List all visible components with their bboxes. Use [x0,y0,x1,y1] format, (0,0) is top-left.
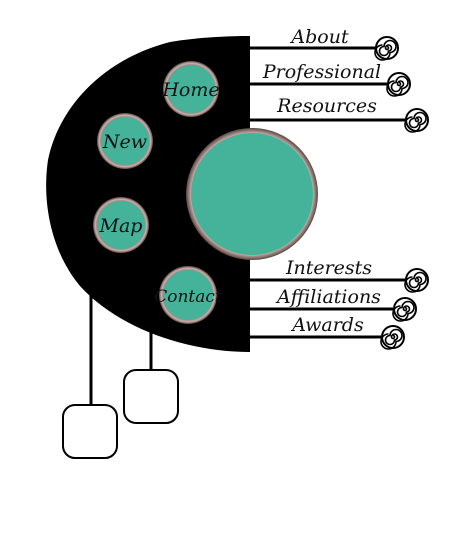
affiliations-link[interactable]: Affiliations [250,286,417,322]
interests-link-label: Interests [285,257,372,279]
resources-link[interactable]: Resources [250,95,429,133]
about-link[interactable]: About [250,26,399,61]
hanging-box-left [62,404,118,459]
awards-link-label: Awards [290,314,364,336]
spiral-icon [392,297,417,322]
contact-button-label: Contact [154,287,222,307]
awards-link[interactable]: Awards [250,314,405,350]
professional-link[interactable]: Professional [250,61,411,97]
interests-link[interactable]: Interests [250,257,429,293]
central-display-fill [191,133,313,255]
home-button-label: Home [161,79,219,101]
map-button-fill [97,201,145,249]
professional-link-label: Professional [262,61,381,83]
affiliations-link-label: Affiliations [275,286,381,308]
home-button[interactable]: Home [161,61,220,117]
new-button-label: New [102,131,147,153]
spiral-icon [386,72,411,97]
map-button-label: Map [99,215,143,237]
new-button-fill [101,117,149,165]
spiral-icon [374,36,399,61]
about-link-label: About [289,26,349,48]
contact-button-fill [163,270,213,320]
new-button[interactable]: New [97,113,153,169]
contact-button[interactable]: Contact [154,266,222,324]
hanging-decoration [62,292,179,459]
spiral-icon [404,268,429,293]
map-button[interactable]: Map [93,197,149,253]
hanging-box-right [123,369,179,424]
resources-link-label: Resources [276,95,377,117]
home-button-fill [167,65,215,113]
spiral-icon [404,108,429,133]
spiral-icon [380,325,405,350]
